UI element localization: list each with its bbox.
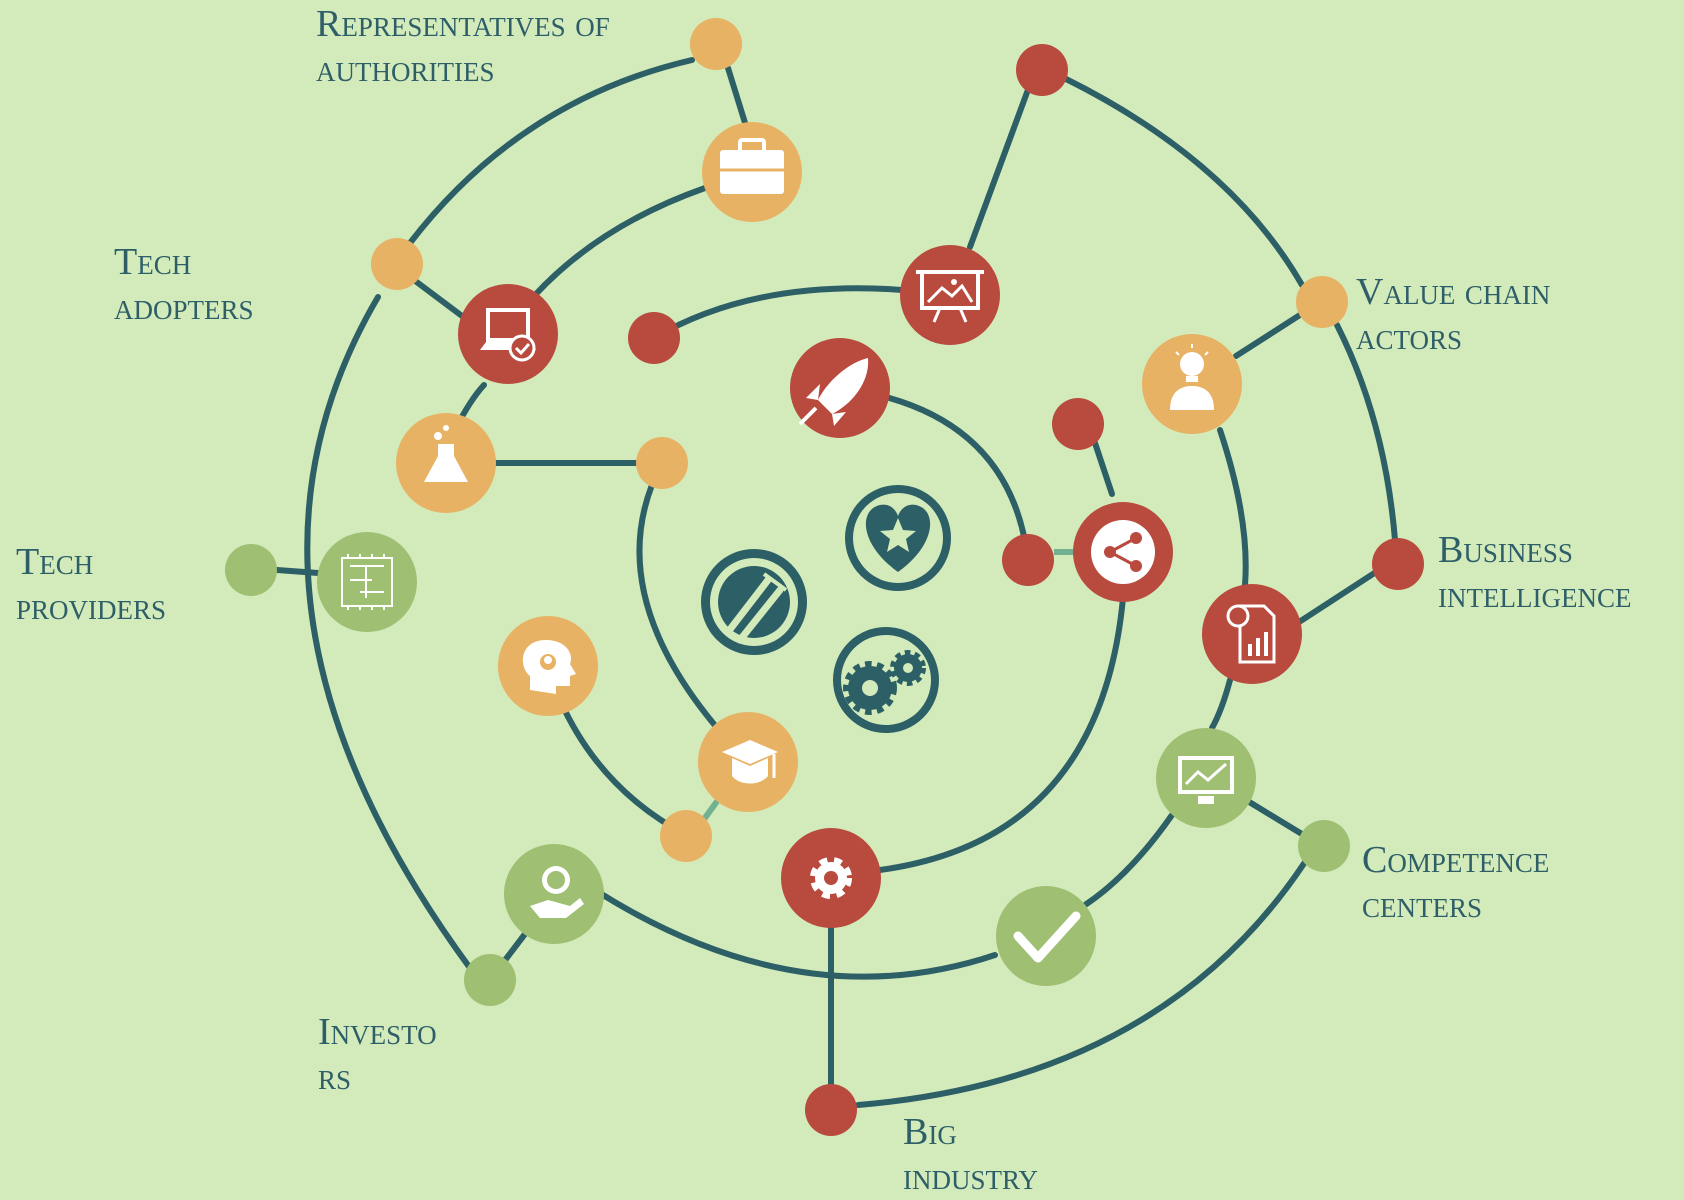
label-line: Representatives of: [316, 3, 610, 45]
dot-orange: [690, 18, 742, 70]
connector: [411, 277, 465, 319]
label-line: Tech: [16, 541, 94, 583]
dot-green: [225, 544, 277, 596]
spiral-arc: [636, 460, 751, 765]
dot-red: [805, 1084, 857, 1136]
presentation-icon: [900, 245, 1000, 345]
coin-hand-icon: [504, 844, 604, 944]
lightbulb-person-icon: [1142, 334, 1242, 434]
dot-orange: [636, 437, 688, 489]
label-line: rs: [318, 1056, 352, 1098]
spiral-arc: [304, 294, 473, 971]
dot-red: [1372, 538, 1424, 590]
dot-red: [1052, 398, 1104, 450]
connector: [725, 65, 749, 129]
connector: [1293, 569, 1379, 627]
connector: [967, 65, 1039, 250]
label-line: industry: [903, 1156, 1039, 1198]
label-line: Tech: [114, 241, 192, 283]
dot-red: [1002, 534, 1054, 586]
dot-red: [1016, 44, 1068, 96]
connector: [274, 567, 321, 576]
label-line: Business: [1438, 529, 1573, 571]
spiral-arc: [1209, 677, 1233, 731]
spiral-arc: [532, 185, 708, 298]
dot-orange: [1296, 276, 1348, 328]
spiral-arc: [1217, 427, 1249, 588]
label-value-chain-actors: Value chain actors: [1356, 270, 1550, 360]
small-dots: [225, 18, 1424, 1136]
spiral-arc: [1334, 322, 1398, 543]
label-business-intelligence: Business intelligence: [1438, 528, 1631, 618]
label-line: Competence: [1362, 839, 1550, 881]
label-representatives-of-authorities: Representatives of authorities: [316, 2, 610, 92]
dot-green: [1298, 820, 1350, 872]
label-line: actors: [1356, 316, 1463, 358]
label-tech-providers: Tech providers: [16, 540, 166, 630]
dot-orange: [371, 238, 423, 290]
label-line: providers: [16, 586, 167, 628]
spiral-arc: [407, 57, 695, 246]
flask-icon: [396, 413, 496, 513]
connector: [1233, 310, 1306, 359]
circuit-board-icon: [317, 532, 417, 632]
label-line: adopters: [114, 286, 254, 328]
label-competence-centers: Competence centers: [1362, 838, 1549, 928]
spiral-arc: [557, 697, 691, 839]
rocket-icon: [790, 338, 890, 438]
chart-monitor-icon: [1156, 728, 1256, 828]
gears-icon: [833, 627, 939, 733]
label-tech-adopters: Tech adopters: [114, 240, 254, 330]
label-investors: Investo rs: [318, 1010, 437, 1100]
briefcase-icon: [702, 122, 802, 222]
spiral-arc: [1061, 75, 1305, 288]
spiral-lines: [274, 57, 1398, 1111]
label-big-industry: Big industry: [903, 1110, 1038, 1200]
spiral-arc: [592, 887, 998, 980]
graduation-cap-icon: [698, 712, 798, 812]
dot-green: [464, 954, 516, 1006]
label-line: Investo: [318, 1011, 437, 1053]
dot-orange: [660, 810, 712, 862]
spiral-arc: [1082, 812, 1175, 908]
label-line: authorities: [316, 48, 495, 90]
center-icons: [701, 485, 951, 733]
label-line: Value chain: [1356, 271, 1551, 313]
idea-report-icon: [1202, 584, 1302, 684]
spiral-arc: [877, 595, 1126, 873]
share-icon: [1073, 502, 1173, 602]
checkmark-icon: [996, 886, 1096, 986]
laptop-check-icon: [458, 284, 558, 384]
label-line: centers: [1362, 884, 1483, 926]
plate-fork-icon: [701, 549, 807, 655]
dot-red: [628, 312, 680, 364]
heart-star-icon: [845, 485, 951, 591]
spiral-arc: [855, 859, 1308, 1108]
brain-idea-icon: [498, 616, 598, 716]
label-line: intelligence: [1438, 574, 1632, 616]
label-line: Big: [903, 1111, 957, 1153]
settings-icon: [781, 828, 881, 928]
